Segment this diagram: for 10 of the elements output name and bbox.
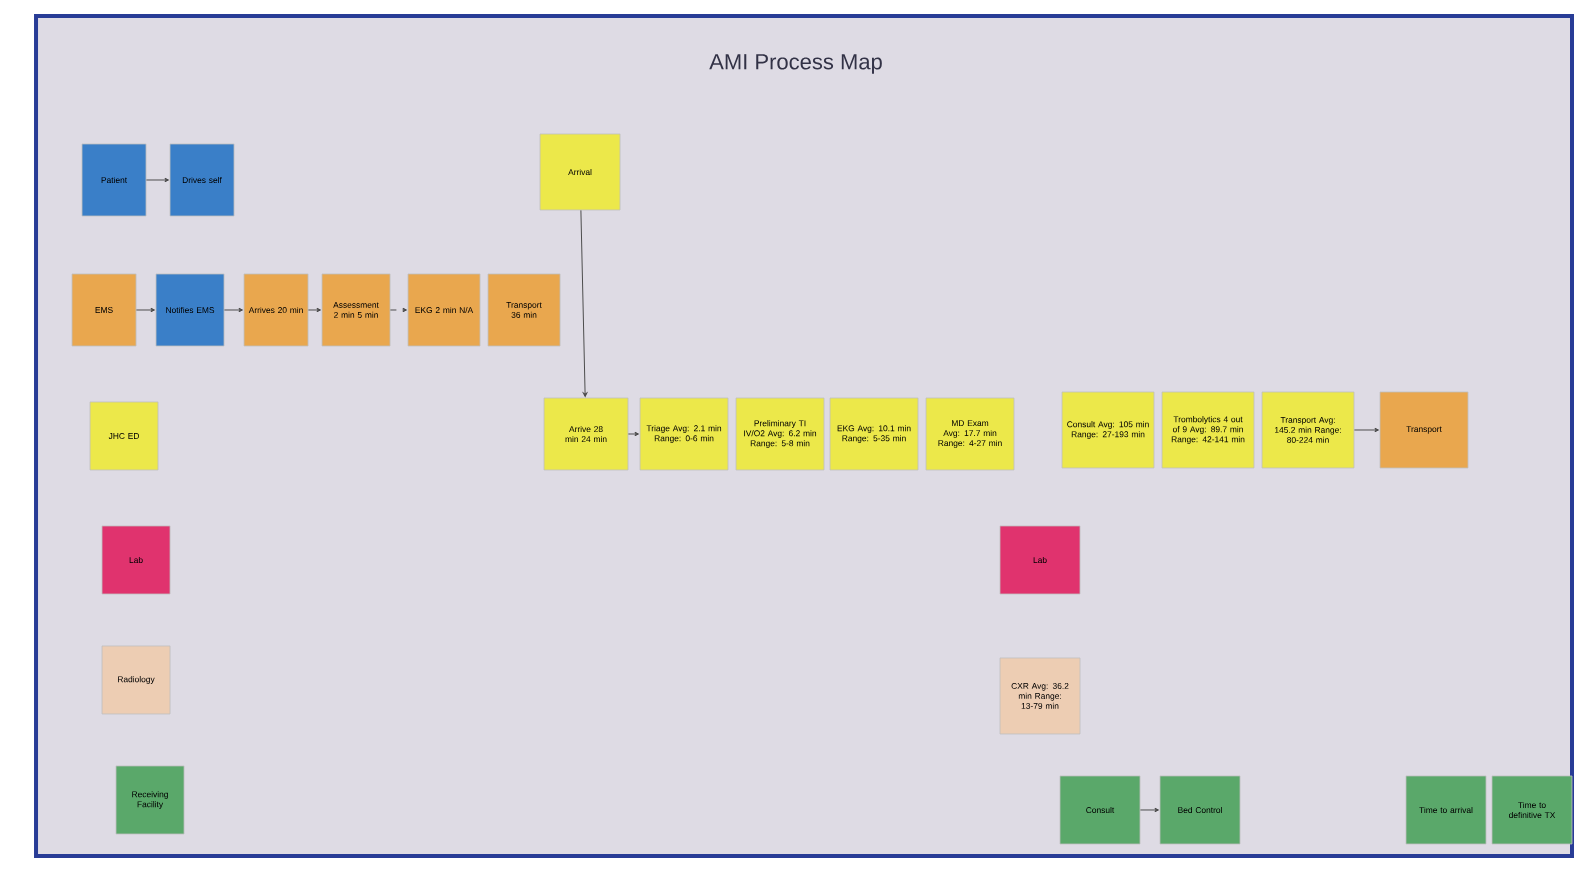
arrow	[627, 431, 639, 437]
arrow	[389, 307, 407, 313]
arrow	[1139, 807, 1159, 813]
arrow	[307, 307, 321, 313]
arrow	[135, 307, 155, 313]
arrow	[223, 307, 243, 313]
arrow	[145, 177, 169, 183]
title: AMI Process Map	[709, 54, 882, 74]
arrow	[580, 209, 588, 397]
arrow	[1353, 427, 1379, 433]
